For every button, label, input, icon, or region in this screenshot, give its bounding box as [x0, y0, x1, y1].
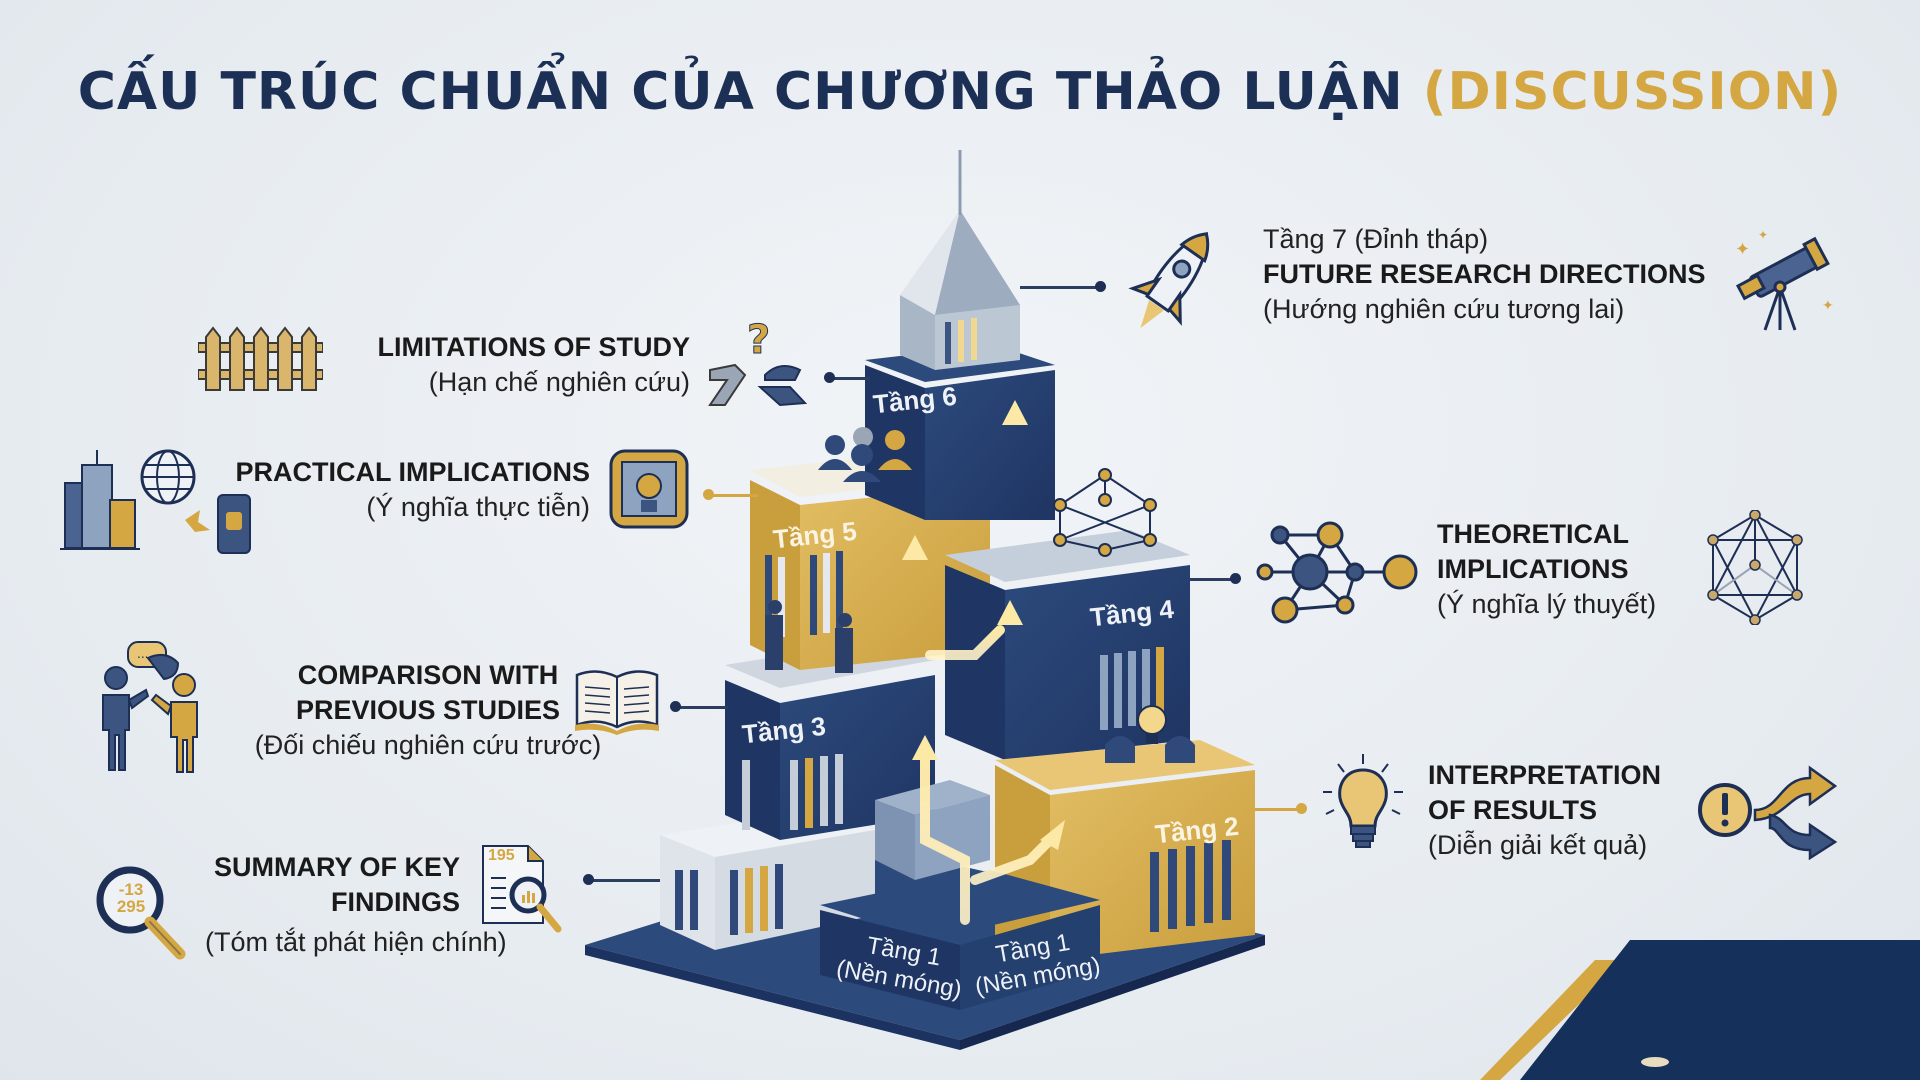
polyhedron-network-icon	[1707, 510, 1803, 625]
floor-2-label: Tầng 2	[1153, 810, 1241, 850]
floor-5-label: Tầng 5	[771, 515, 859, 555]
comparison-heading-2: PREVIOUS STUDIES	[295, 695, 561, 726]
floor-3-label: Tầng 3	[740, 710, 828, 750]
practical-sub: (Ý nghĩa thực tiễn)	[366, 492, 590, 523]
svg-text:...: ...	[137, 647, 148, 661]
floor-1-left-label: Tầng 1 (Nền móng)	[834, 927, 969, 1004]
practical-heading: PRACTICAL IMPLICATIONS	[235, 457, 591, 487]
city-buildings-icon	[60, 449, 196, 550]
limitations-heading: LIMITATIONS OF STUDY	[377, 332, 690, 362]
section-summary: SUMMARY OF KEY FINDINGS	[190, 850, 460, 920]
connector-dot-theoretical	[1230, 573, 1241, 584]
limitations-sub: (Hạn chế nghiên cứu)	[428, 367, 690, 398]
interpretation-heading-2: OF RESULTS	[1428, 795, 1598, 826]
interpretation-sub: (Diễn giải kết quả)	[1428, 830, 1648, 861]
future-sub: (Hướng nghiên cứu tương lai)	[1263, 294, 1625, 325]
floor-1-right-label: Tầng 1 (Nền móng)	[968, 924, 1103, 1001]
tower-spire	[900, 150, 1020, 370]
future-heading: FUTURE RESEARCH DIRECTIONS	[1263, 259, 1706, 290]
svg-text:?: ?	[747, 317, 770, 363]
people-group-figures	[818, 427, 912, 482]
floor-4-block	[945, 530, 1190, 760]
future-tier: Tầng 7 (Đỉnh tháp)	[1263, 224, 1489, 254]
people-talking-icon: ...	[102, 641, 198, 773]
section-limitations: LIMITATIONS OF STUDY (Hạn chế nghiên cứu…	[350, 330, 690, 400]
floor-6-block	[865, 345, 1055, 520]
section-interpretation: INTERPRETATION OF RESULTS (Diễn giải kết…	[1428, 758, 1661, 863]
section-comparison: COMPARISON WITH PREVIOUS STUDIES (Đối ch…	[228, 658, 628, 763]
connector-future	[1020, 286, 1100, 289]
comparison-sub: (Đối chiếu nghiên cứu trước)	[254, 730, 602, 761]
title-accent: (DISCUSSION)	[1422, 62, 1843, 122]
floor-2-block	[995, 740, 1255, 960]
growth-arrows	[910, 415, 1060, 925]
connector-dot-interpretation	[1296, 803, 1307, 814]
corner-decoration	[1480, 940, 1920, 1080]
floor-6-label: Tầng 6	[871, 380, 959, 420]
svg-text:✦: ✦	[1735, 239, 1750, 260]
svg-text:✦: ✦	[1822, 298, 1834, 314]
section-future-research: Tầng 7 (Đỉnh tháp) FUTURE RESEARCH DIREC…	[1263, 222, 1706, 327]
floor-2-lightbulb-figure	[1105, 705, 1195, 763]
magnifier-numbers-icon: -13 295	[92, 862, 192, 962]
telescope-icon: ✦ ✦ ✦	[1735, 228, 1834, 331]
section-summary-sub: (Tóm tắt phát hiện chính)	[205, 925, 585, 960]
title-main: CẤU TRÚC CHUẨN CỦA CHƯƠNG THẢO LUẬN	[77, 62, 1404, 122]
connector-dot-practical	[703, 489, 714, 500]
floor-4-label: Tầng 4	[1088, 593, 1176, 633]
connector-summary	[588, 879, 660, 882]
comparison-heading-1: COMPARISON WITH	[297, 660, 559, 690]
lightbulb-icon	[1323, 754, 1403, 848]
network-nodes-icon	[1256, 521, 1418, 624]
smartphone-icon	[185, 494, 251, 554]
arrow-heads	[902, 400, 1065, 850]
svg-text:✦: ✦	[1758, 228, 1768, 242]
magnifier-number-2: 295	[116, 897, 146, 916]
cube-network-figure	[1053, 468, 1157, 557]
fence-icon	[198, 326, 323, 391]
connector-theoretical	[1190, 578, 1235, 581]
interpretation-heading-1: INTERPRETATION	[1428, 760, 1661, 790]
connector-practical	[708, 494, 758, 497]
section-theoretical: THEORETICAL IMPLICATIONS (Ý nghĩa lý thu…	[1437, 517, 1656, 622]
handshake-figures	[765, 600, 853, 673]
section-practical: PRACTICAL IMPLICATIONS (Ý nghĩa thực tiễ…	[200, 455, 591, 525]
summary-heading-2: FINDINGS	[330, 887, 460, 918]
theoretical-heading-1: THEORETICAL	[1437, 519, 1629, 549]
summary-heading-1: SUMMARY OF KEY	[213, 852, 460, 882]
floor-5-block	[750, 450, 990, 670]
connector-dot-summary	[583, 874, 594, 885]
connector-interpretation	[1255, 808, 1300, 811]
rocket-icon	[1128, 232, 1210, 329]
document-search-icon: 195	[478, 843, 568, 941]
connector-comparison	[673, 706, 728, 709]
broken-path-question-icon: ?	[708, 317, 808, 407]
page-title: CẤU TRÚC CHUẨN CỦA CHƯƠNG THẢO LUẬN (DIS…	[0, 62, 1920, 122]
connector-dot-future	[1095, 281, 1106, 292]
summary-sub: (Tóm tắt phát hiện chính)	[205, 927, 507, 957]
connector-dot-comparison	[670, 701, 681, 712]
magnifier-number-1: -13	[118, 880, 144, 899]
theoretical-heading-2: IMPLICATIONS	[1437, 554, 1629, 585]
open-book-icon	[575, 670, 659, 735]
connector-dot-limitations	[824, 372, 835, 383]
document-number: 195	[488, 847, 515, 864]
application-gear-icon	[609, 449, 689, 529]
connector-limitations	[830, 377, 870, 380]
theoretical-sub: (Ý nghĩa lý thuyết)	[1437, 589, 1657, 620]
branching-arrows-icon	[1698, 765, 1838, 860]
